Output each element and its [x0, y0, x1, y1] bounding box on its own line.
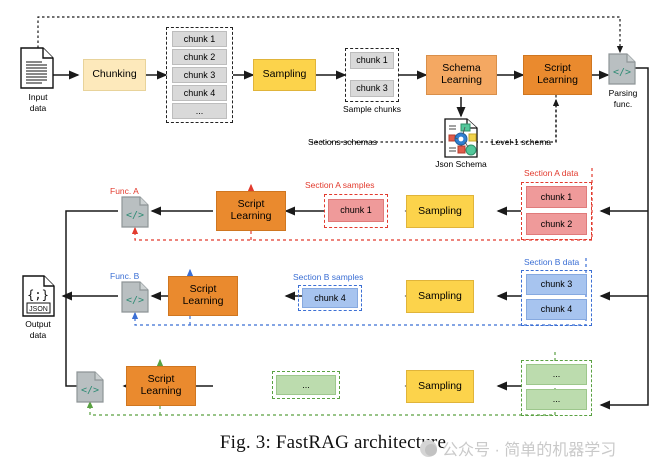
section-a-samples-label: Section A samples — [305, 180, 375, 190]
section-a-samples-group — [324, 194, 388, 228]
watermark-logo-icon — [420, 439, 437, 457]
script-learning-label-line2: Learning — [537, 74, 578, 86]
script-learning-box-top[interactable]: Script Learning — [523, 55, 592, 95]
script-learning-box-b[interactable]: Script Learning — [168, 276, 238, 316]
sampling-box-b[interactable]: Sampling — [406, 280, 474, 313]
level1-schema-label: Level-1 schema — [491, 137, 552, 147]
svg-text:</>: </> — [126, 210, 144, 221]
svg-text:</>: </> — [613, 67, 631, 78]
parsing-func-icon[interactable]: </> — [608, 53, 636, 85]
watermark-text: 公众号 · 简单的机器学习 — [442, 442, 617, 459]
script-learning-label-line1: Script — [544, 62, 571, 75]
json-schema-icon — [444, 118, 478, 158]
input-data-label-line1: Input — [28, 92, 48, 102]
output-data-icon: {;} JSON — [22, 275, 55, 317]
json-schema-label: Json Schema — [435, 159, 487, 169]
section-a-data-item: chunk 2 — [526, 213, 587, 235]
script-learning-b-line2: Learning — [182, 295, 224, 307]
section-n-data-item: ... — [526, 364, 587, 385]
section-a-data-group — [521, 182, 592, 240]
script-learning-b-line1: Script — [189, 283, 217, 296]
section-b-data-item: chunk 3 — [526, 274, 587, 295]
parsing-func-label-line2: func. — [613, 99, 633, 109]
sampling-box-a[interactable]: Sampling — [406, 195, 474, 228]
sample-chunks-group — [345, 48, 399, 102]
section-n-sample-item: ... — [276, 375, 336, 395]
svg-text:</>: </> — [126, 295, 144, 306]
sample-chunk-item: chunk 1 — [350, 52, 394, 69]
func-a-icon[interactable]: </> — [121, 196, 149, 228]
func-b-label: Func. B — [110, 271, 140, 281]
output-data-label-line1: Output — [25, 319, 51, 329]
input-data-label-line2: data — [29, 103, 47, 113]
chunk-item: chunk 4 — [172, 85, 227, 101]
chunk-item: chunk 1 — [172, 31, 227, 47]
sections-schemas-label: Sections schemas — [308, 137, 377, 147]
section-n-data-group — [521, 360, 592, 416]
script-learning-n-line2: Learning — [140, 385, 182, 397]
section-b-samples-group — [298, 285, 362, 311]
parsing-func-label-line1: Parsing — [608, 88, 638, 98]
all-chunks-group — [166, 27, 233, 123]
sampling-box-top[interactable]: Sampling — [253, 59, 316, 91]
section-a-data-label: Section A data — [524, 168, 579, 178]
schema-learning-label-line2: Learning — [441, 74, 482, 86]
svg-text:{;}: {;} — [27, 288, 49, 302]
func-n-icon[interactable]: </> — [76, 371, 104, 403]
section-b-samples-label: Section B samples — [293, 272, 364, 282]
script-learning-n-line1: Script — [147, 373, 175, 386]
sample-chunk-item: chunk 3 — [350, 80, 394, 97]
section-a-sample-item: chunk 1 — [328, 199, 384, 222]
section-n-samples-group — [272, 371, 340, 399]
script-learning-box-a[interactable]: Script Learning — [216, 191, 286, 231]
chunk-item: chunk 3 — [172, 67, 227, 83]
schema-learning-label-line1: Schema — [442, 62, 481, 75]
output-data-label-line2: data — [29, 330, 47, 340]
svg-text:JSON: JSON — [29, 306, 48, 313]
chunk-item: ... — [172, 103, 227, 119]
watermark: 公众号 · 简单的机器学习 — [420, 433, 666, 463]
section-b-data-group — [521, 270, 592, 326]
script-learning-box-n[interactable]: Script Learning — [126, 366, 196, 406]
script-learning-a-line2: Learning — [230, 210, 272, 222]
section-b-data-item: chunk 4 — [526, 299, 587, 320]
section-a-data-item: chunk 1 — [526, 186, 587, 208]
svg-text:</>: </> — [81, 385, 99, 396]
section-b-data-label: Section B data — [524, 257, 580, 267]
script-learning-a-line1: Script — [237, 198, 265, 211]
section-n-data-item: ... — [526, 389, 587, 410]
section-b-sample-item: chunk 4 — [302, 288, 358, 308]
func-b-icon[interactable]: </> — [121, 281, 149, 313]
figure-caption: Fig. 3: FastRAG architecture — [219, 432, 447, 453]
schema-learning-box[interactable]: Schema Learning — [426, 55, 497, 95]
input-data-icon — [20, 47, 54, 89]
sampling-box-n[interactable]: Sampling — [406, 370, 474, 403]
chunk-item: chunk 2 — [172, 49, 227, 65]
func-a-label: Func. A — [110, 186, 139, 196]
chunking-box[interactable]: Chunking — [83, 59, 146, 91]
sample-chunks-label: Sample chunks — [342, 104, 402, 114]
